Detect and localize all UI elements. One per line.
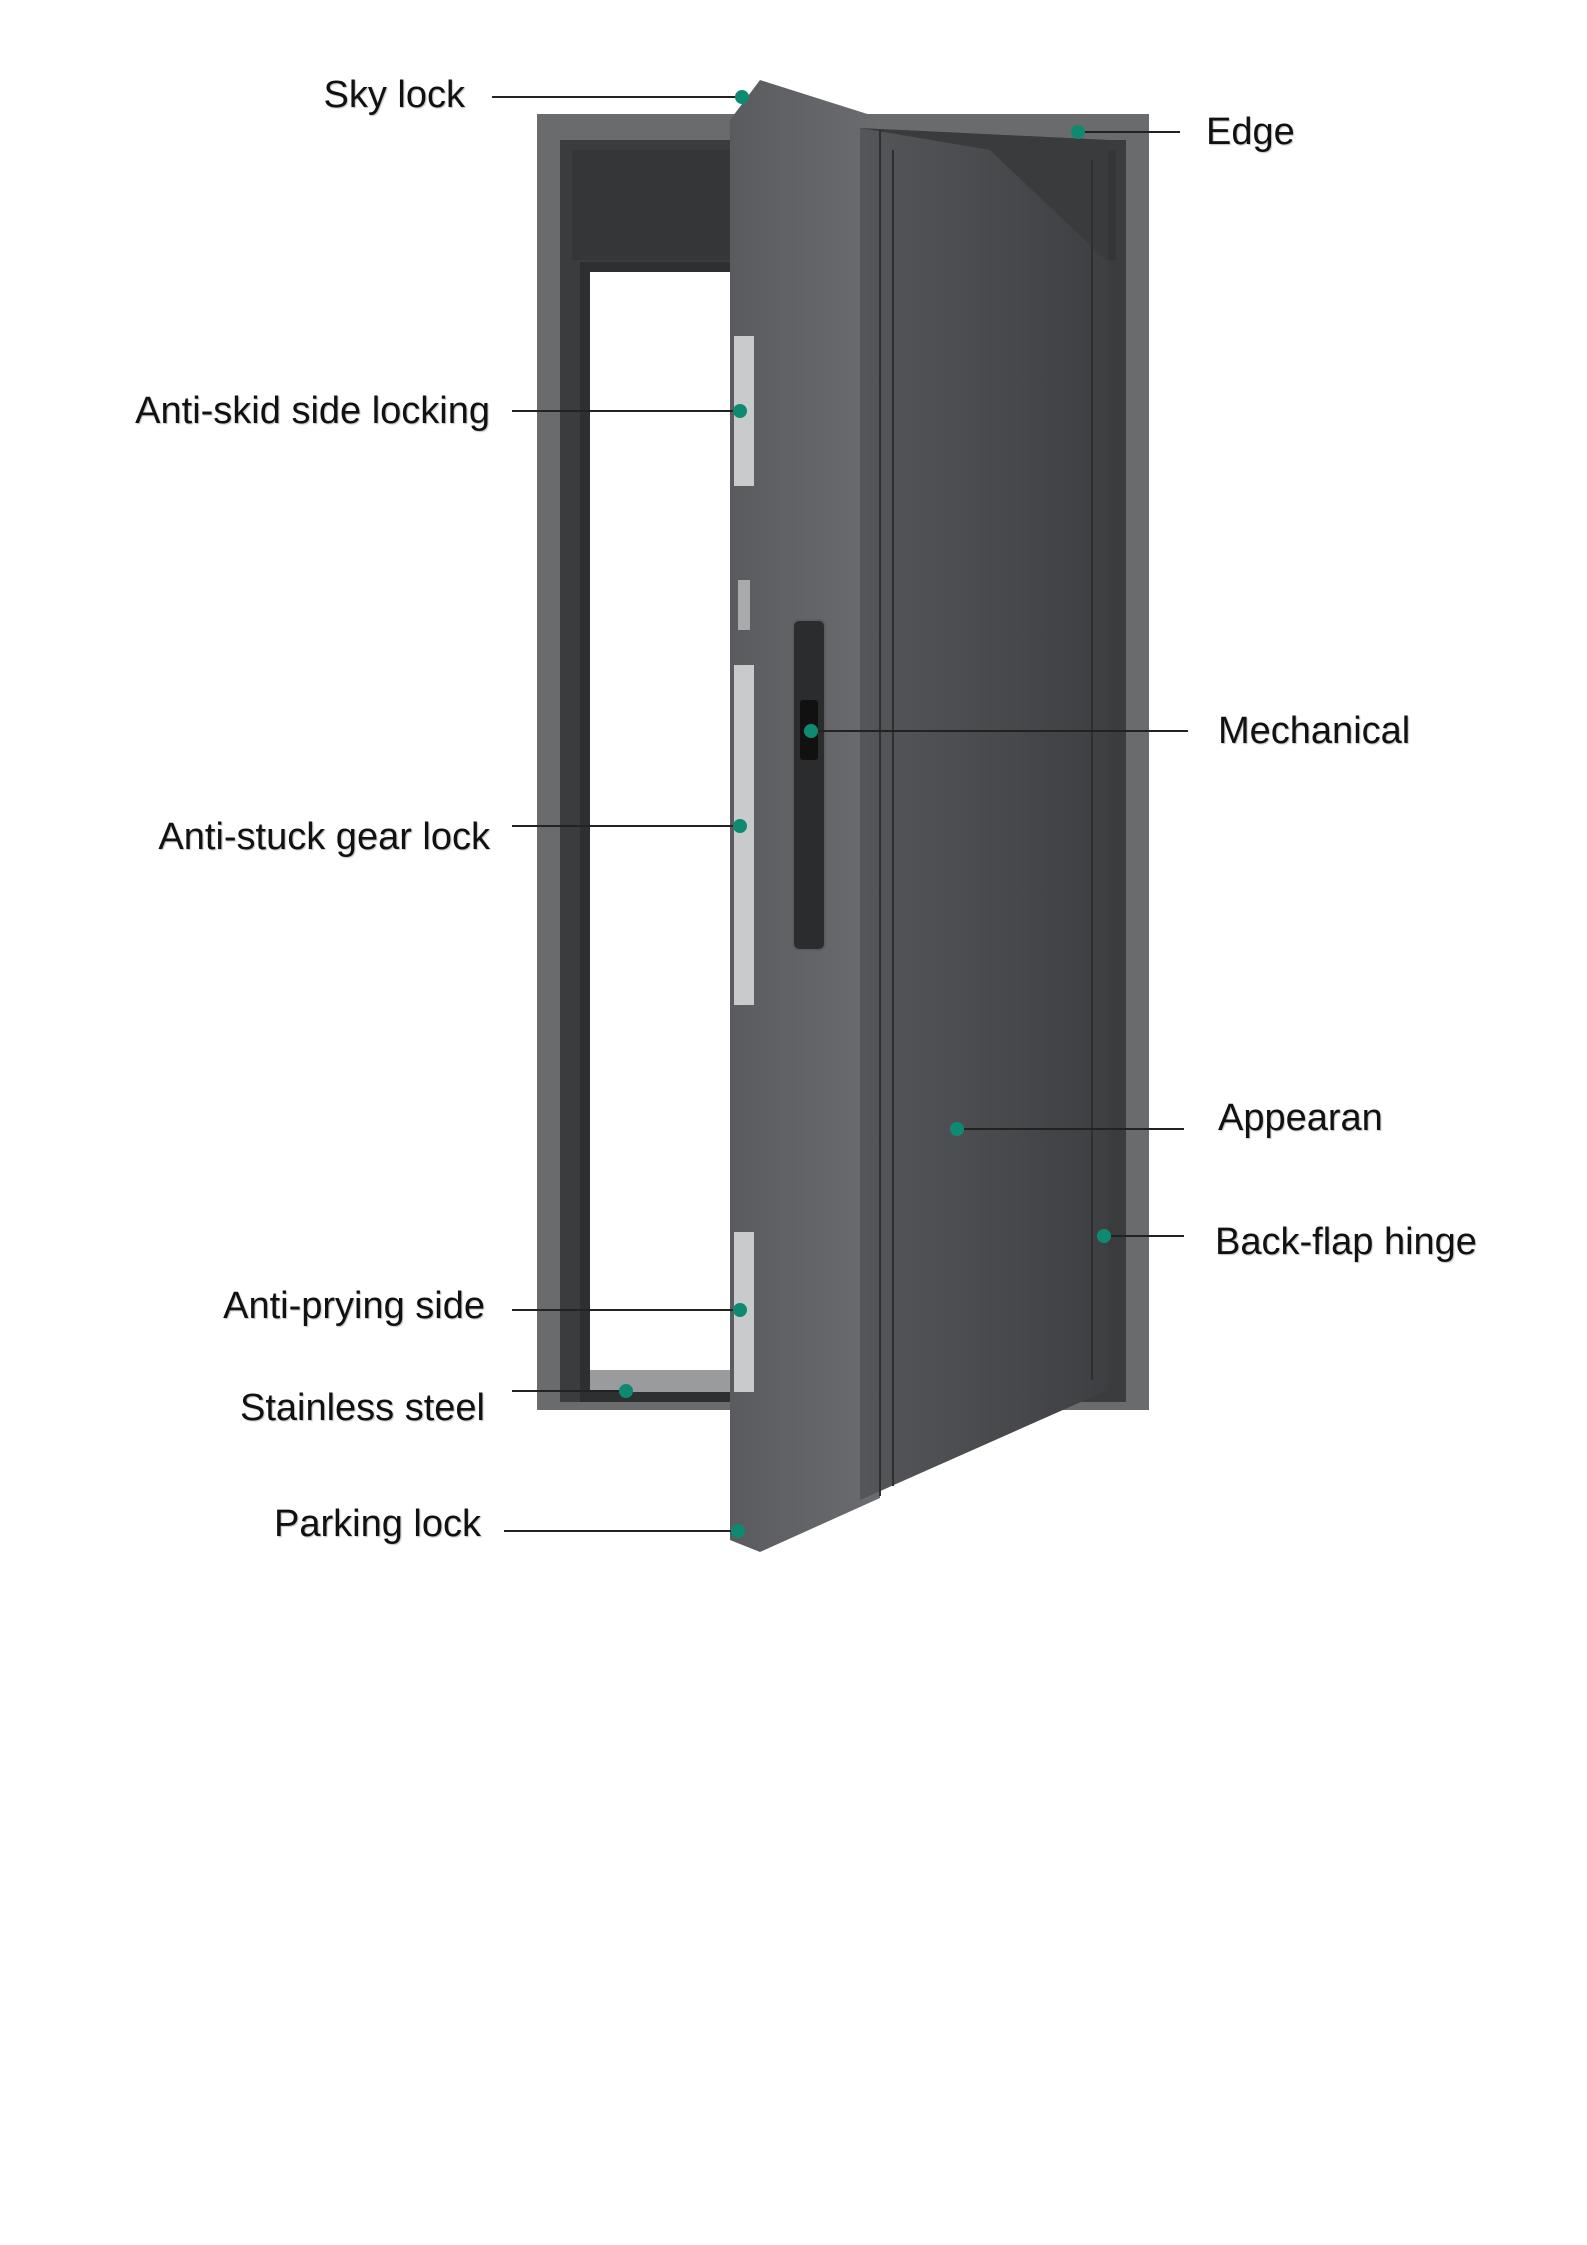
label-appearan: Appearan (1218, 1097, 1383, 1139)
label-anti-prying-side: Anti-prying side (223, 1285, 485, 1327)
callout-leaders (492, 96, 1188, 1532)
label-edge: Edge (1206, 111, 1295, 153)
label-parking-lock: Parking lock (274, 1503, 481, 1545)
callout-markers (619, 90, 1111, 1538)
door-leaf (730, 80, 1108, 1552)
label-mechanical: Mechanical (1218, 710, 1411, 752)
label-stainless-steel: Stainless steel (239, 1387, 485, 1429)
label-anti-stuck-gear-lock: Anti-stuck gear lock (158, 816, 490, 858)
label-sky-lock: Sky lock (323, 74, 465, 116)
label-back-flap-hinge: Back-flap hinge (1215, 1221, 1477, 1263)
label-anti-skid-side-locking: Anti-skid side locking (135, 390, 490, 432)
